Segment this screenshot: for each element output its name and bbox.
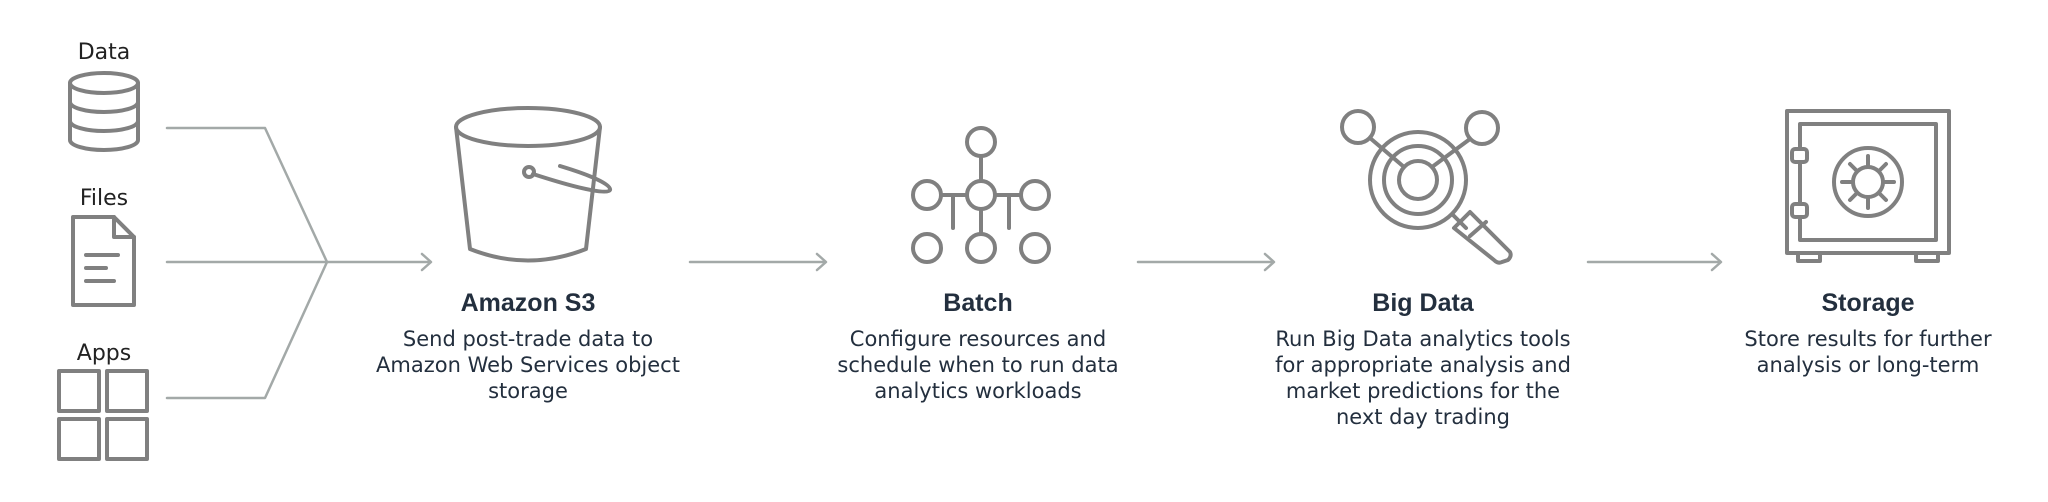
desc-line: analysis or long-term: [1756, 353, 1980, 377]
magnifier-analytics-icon: [1340, 109, 1513, 265]
stage-title-big-data: Big Data: [1372, 289, 1474, 317]
desc-line: storage: [488, 379, 568, 403]
arrow-s3-to-batch: [688, 252, 828, 272]
desc-line: for appropriate analysis and: [1275, 353, 1571, 377]
stage-desc-batch: Configure resources and schedule when to…: [798, 326, 1158, 404]
safe-icon: [1785, 109, 1951, 263]
desc-line: next day trading: [1335, 405, 1511, 429]
source-label-data: Data: [77, 40, 131, 65]
stage-desc-big-data: Run Big Data analytics tools for appropr…: [1243, 326, 1603, 430]
desc-line: Run Big Data analytics tools: [1275, 327, 1571, 351]
arrow-bigdata-to-storage: [1586, 252, 1723, 272]
arrow-sources-to-s3: [325, 252, 433, 272]
node-graph-icon: [911, 126, 1051, 264]
arrow-batch-to-bigdata: [1136, 252, 1276, 272]
desc-line: Send post-trade data to: [402, 327, 654, 351]
desc-line: schedule when to run data: [837, 353, 1119, 377]
document-icon: [71, 215, 136, 307]
stage-title-storage: Storage: [1821, 289, 1915, 317]
source-label-apps: Apps: [76, 341, 132, 366]
source-label-files: Files: [79, 186, 129, 211]
stage-desc-amazon-s3: Send post-trade data to Amazon Web Servi…: [348, 326, 708, 404]
apps-grid-icon: [57, 369, 149, 461]
stage-title-amazon-s3: Amazon S3: [460, 289, 596, 317]
desc-line: market predictions for the: [1285, 379, 1561, 403]
desc-line: Amazon Web Services object: [376, 353, 680, 377]
desc-line: analytics workloads: [874, 379, 1082, 403]
desc-line: Store results for further: [1744, 327, 1992, 351]
bucket-icon: [454, 106, 612, 263]
merge-connector-lines: [165, 126, 329, 400]
database-icon: [68, 71, 140, 152]
stage-desc-storage: Store results for further analysis or lo…: [1688, 326, 2048, 378]
stage-title-batch: Batch: [943, 289, 1013, 317]
desc-line: Configure resources and: [849, 327, 1107, 351]
